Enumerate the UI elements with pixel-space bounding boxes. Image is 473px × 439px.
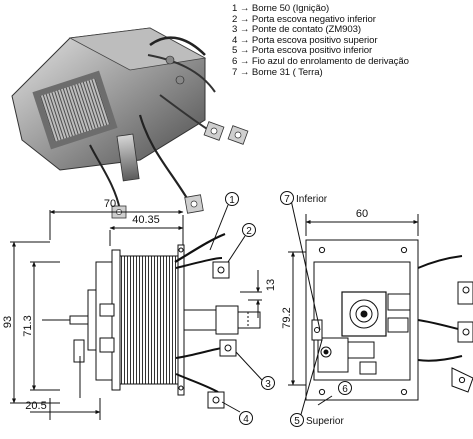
- callout-3: 3: [265, 379, 271, 390]
- legend-num: 6: [232, 55, 238, 67]
- callout-4: 4: [243, 414, 249, 425]
- arrow-icon: →: [239, 66, 250, 78]
- legend-num: 3: [232, 24, 238, 36]
- end-view-callouts: [280, 191, 352, 427]
- legend-num: 1: [232, 3, 238, 14]
- legend-text: Fio azul do enrolamento de derivação: [251, 55, 409, 67]
- legend-item-7: 7 → Borne 31 ( Terra): [232, 66, 470, 79]
- legend-text: Porta escova positivo superior: [251, 34, 378, 46]
- end-label-six: 6: [342, 384, 348, 395]
- dim-total-width: 70: [104, 198, 116, 210]
- legend-num: 2: [232, 13, 238, 25]
- legend-item-3: 3 → Ponte de contato (ZM903): [232, 24, 470, 36]
- end-dim-width: 60: [356, 208, 368, 220]
- legend-num: 4: [232, 34, 238, 46]
- legend-text: Borne 50 (Ignição): [251, 3, 330, 14]
- legend-text: Borne 31 ( Terra): [251, 66, 323, 78]
- callout-2: 2: [246, 226, 252, 237]
- arrow-icon: →: [239, 3, 250, 14]
- arrow-icon: →: [239, 13, 250, 25]
- end-view-drawing: [288, 214, 473, 401]
- arrow-icon: →: [239, 45, 250, 57]
- dim-total-height: 93: [2, 316, 14, 328]
- legend-text: Porta escova positivo inferior: [251, 45, 373, 57]
- legend-text: Porta escova negativo inferior: [251, 13, 376, 25]
- component-legend: 1 → Borne 50 (Ignição) 2 → Porta escova …: [232, 3, 470, 79]
- legend-item-2: 2 → Porta escova negativo inferior: [232, 13, 470, 26]
- side-view-callouts: [209, 192, 275, 425]
- arrow-icon: →: [239, 34, 250, 46]
- end-label-bottom-num: 5: [294, 416, 300, 427]
- callout-1: 1: [229, 195, 235, 206]
- end-dim-height: 79.2: [281, 307, 293, 328]
- legend-item-4: 4 → Porta escova positivo superior: [232, 34, 470, 47]
- legend-item-5: 5 → Porta escova positivo inferior: [232, 46, 470, 57]
- legend-item-6: 6 → Fio azul do enrolamento de derivação: [232, 55, 470, 68]
- dim-mount-height: 71.3: [22, 315, 34, 336]
- legend-num: 7: [232, 66, 238, 78]
- solenoid-photo: [11, 27, 249, 219]
- end-label-top: Inferior: [296, 194, 328, 205]
- legend-num: 5: [232, 45, 238, 57]
- side-view-drawing: [10, 210, 262, 420]
- end-label-bottom: Superior: [306, 416, 344, 427]
- end-view-labels: 7 Inferior 60 79.2 6 5 Superior: [281, 194, 368, 427]
- end-label-top-num: 7: [284, 194, 290, 205]
- legend-item-1: 1 → Borne 50 (Ignição): [232, 3, 470, 15]
- dim-body-width: 40.35: [132, 214, 160, 226]
- dim-bottom: 20.5: [25, 400, 46, 412]
- arrow-icon: →: [239, 55, 250, 67]
- arrow-icon: →: [239, 24, 250, 36]
- side-view-labels: 70 40.35 93 71.3 13 20.5 1 2 3 4: [2, 195, 277, 425]
- legend-text: Ponte de contato (ZM903): [251, 24, 361, 36]
- dim-offset: 13: [265, 279, 277, 291]
